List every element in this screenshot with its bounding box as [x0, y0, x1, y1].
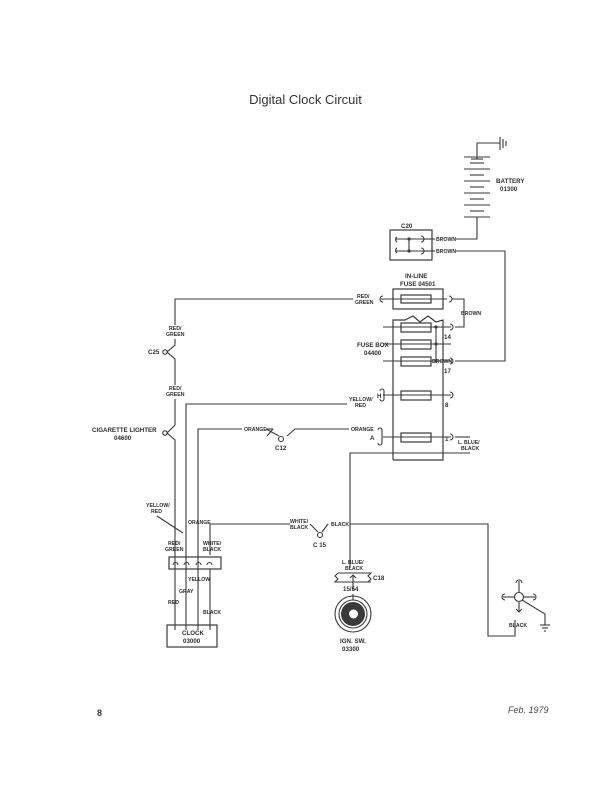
- c20-label: C20: [401, 223, 413, 230]
- wire-label-orange-right: ORANGE: [351, 427, 374, 433]
- battery-cells-icon: [464, 156, 490, 218]
- ignition-switch: IGN. SW. 03300: [334, 594, 372, 653]
- clock-code: 03000: [183, 638, 201, 645]
- ign-terminal-label: 15/54: [343, 586, 359, 593]
- c20-connector: C20: [389, 223, 433, 261]
- wire-label-white-black-c15-2: BLACK: [290, 525, 308, 531]
- wire-label-lblue-black-2: BLACK: [461, 446, 479, 452]
- wire-inline-fuse14: [452, 298, 465, 328]
- yellow-red-pointer-arrow: [156, 515, 184, 534]
- fuse-box: 14 17 8 1 FUSE BOX 04400: [357, 315, 454, 461]
- wire-label-lblue-black-ign-2: BLACK: [345, 566, 363, 572]
- wire-label-white-black-c15-1: WHITE/: [290, 519, 309, 525]
- wire-label-white-black-clock-1: WHITE/: [203, 541, 222, 547]
- connector-h: H: [377, 388, 385, 402]
- fuse-position-14: 14: [444, 334, 451, 341]
- inline-fuse-code: FUSE 04501: [400, 281, 436, 288]
- wire-black-ground: [350, 523, 516, 637]
- wire-label-brown-fuse17: BROWN: [432, 359, 452, 365]
- wire-label-white-black-clock-2: BLACK: [203, 547, 221, 553]
- wire-label-brown-c20-bottom: BROWN: [436, 249, 456, 255]
- battery-code: 01300: [500, 186, 518, 193]
- svg-text:H: H: [377, 393, 382, 400]
- c15-connector: [316, 531, 324, 539]
- c25-label: C25: [148, 349, 160, 356]
- inline-fuse-label: IN-LINE: [405, 273, 427, 280]
- wire-label-red-green-inline-1: RED/: [357, 294, 370, 300]
- page-number: 8: [97, 708, 103, 718]
- wire-red-green-lighter: [166, 399, 176, 555]
- wire-label-red-green-c25-2: GREEN: [166, 332, 185, 338]
- connector-a: A: [370, 427, 383, 446]
- wire-label-brown-c20-top: BROWN: [436, 237, 456, 243]
- wire-orange-left: [197, 428, 242, 555]
- page-date: Feb. 1979: [508, 705, 549, 715]
- ground-junction: BLACK: [501, 579, 550, 632]
- wire-label-yellow-red-2: RED: [355, 403, 366, 409]
- ignition-switch-label: IGN. SW.: [340, 638, 366, 645]
- battery-label: BATTERY: [496, 178, 525, 185]
- wire-label-orange-left: ORANGE: [244, 427, 267, 433]
- wire-label-yellow-red-clock-1: YELLOW/: [146, 503, 170, 509]
- svg-text:A: A: [370, 435, 375, 442]
- wire-label-red-green-c25-1: RED/: [169, 326, 182, 332]
- inline-fuse: IN-LINE FUSE 04501: [379, 273, 453, 310]
- cigarette-lighter-label: CIGARETTE LIGHTER: [92, 427, 157, 434]
- ignition-key-icon: [341, 602, 365, 626]
- wire-label-yellow-clock: YELLOW: [188, 577, 210, 583]
- ground-icon: [499, 137, 507, 150]
- wire-label-red-green-lighter-1: RED/: [169, 386, 182, 392]
- wire-label-gray-clock: GRAY: [179, 589, 194, 595]
- wire-label-red-green-lighter-2: GREEN: [166, 392, 185, 398]
- wire-label-black-ground: BLACK: [509, 623, 527, 629]
- c12-label: C12: [275, 445, 287, 452]
- fuse-box-label: FUSE BOX: [357, 342, 390, 349]
- wire-white-black-clock: [209, 523, 290, 555]
- c18-connector: C18: [333, 572, 385, 590]
- c15-label: C 15: [313, 542, 327, 549]
- wire-red-green-main: [174, 298, 353, 325]
- wire-label-red-green-clock-1: RED/: [168, 541, 181, 547]
- wire-label-yellow-red-1: YELLOW/: [349, 397, 373, 403]
- battery-ground-wire: [476, 142, 500, 159]
- fuse-position-8: 8: [445, 402, 449, 409]
- wire-label-black-clock: BLACK: [203, 610, 221, 616]
- page-title: Digital Clock Circuit: [249, 92, 362, 107]
- wire-c20-fuse17: [455, 250, 506, 362]
- wire-yellow-red: [185, 403, 347, 540]
- wire-red-green-c25: [166, 339, 176, 385]
- wire-label-orange-clock: ORANGE: [188, 520, 211, 526]
- wire-orange-right: [286, 428, 349, 437]
- wire-label-red-green-inline-2: GREEN: [355, 300, 374, 306]
- fuse-box-code: 04400: [364, 350, 382, 357]
- clock-connector: [168, 556, 222, 570]
- clock: CLOCK 03000: [166, 624, 218, 648]
- wire-lblue-black: [349, 452, 470, 568]
- ground-icon: [540, 624, 550, 632]
- wire-label-red-green-clock-2: GREEN: [165, 547, 184, 553]
- ignition-switch-code: 03300: [342, 646, 360, 653]
- fuse-position-17: 17: [444, 368, 451, 375]
- c18-label: C18: [373, 575, 385, 582]
- c25-connector: [162, 349, 168, 355]
- wire-label-red-clock: RED: [168, 600, 179, 606]
- wire-label-lblue-black-1: L. BLUE/: [458, 440, 480, 446]
- cigarette-lighter-connector: [162, 430, 168, 436]
- wire-label-black-c15: BLACK: [331, 522, 349, 528]
- wire-label-brown-fuse-loop: BROWN: [461, 311, 481, 317]
- wire-label-yellow-red-clock-2: RED: [151, 509, 162, 515]
- wire-battery-c20: [456, 217, 478, 240]
- cigarette-lighter-code: 04600: [114, 435, 132, 442]
- c12-connector: [277, 435, 285, 443]
- clock-label: CLOCK: [182, 630, 205, 637]
- fuse-position-1: 1: [445, 436, 449, 443]
- battery: BATTERY 01300: [464, 137, 525, 218]
- wire-label-lblue-black-ign-1: L. BLUE/: [342, 560, 364, 566]
